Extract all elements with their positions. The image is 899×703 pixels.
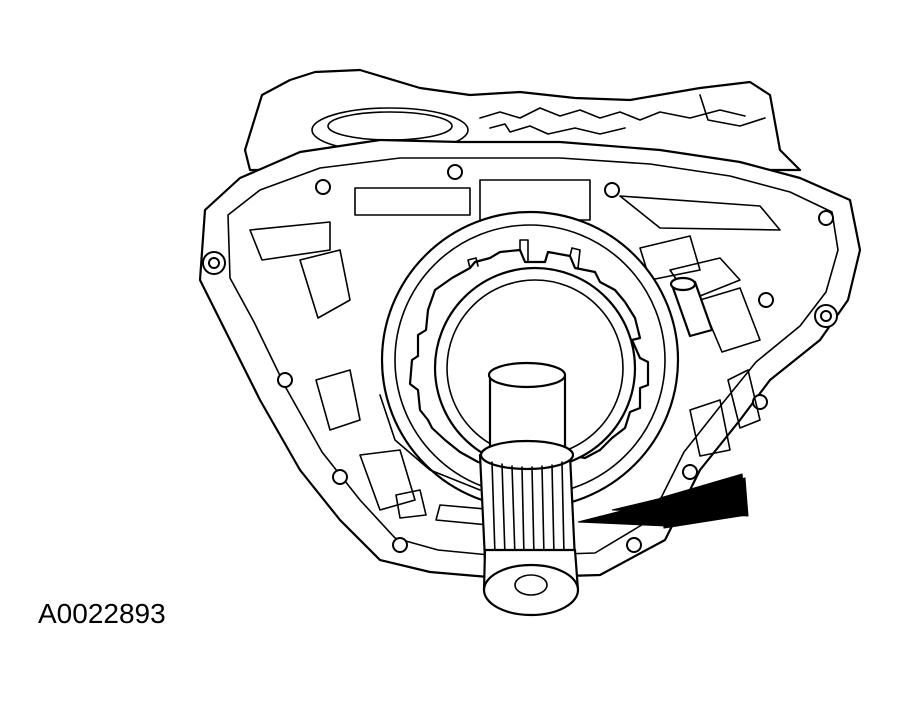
callout-arrow <box>577 473 749 529</box>
side-pin <box>669 276 714 338</box>
output-shaft <box>478 361 580 617</box>
figure-id-label: A0022893 <box>38 598 166 629</box>
